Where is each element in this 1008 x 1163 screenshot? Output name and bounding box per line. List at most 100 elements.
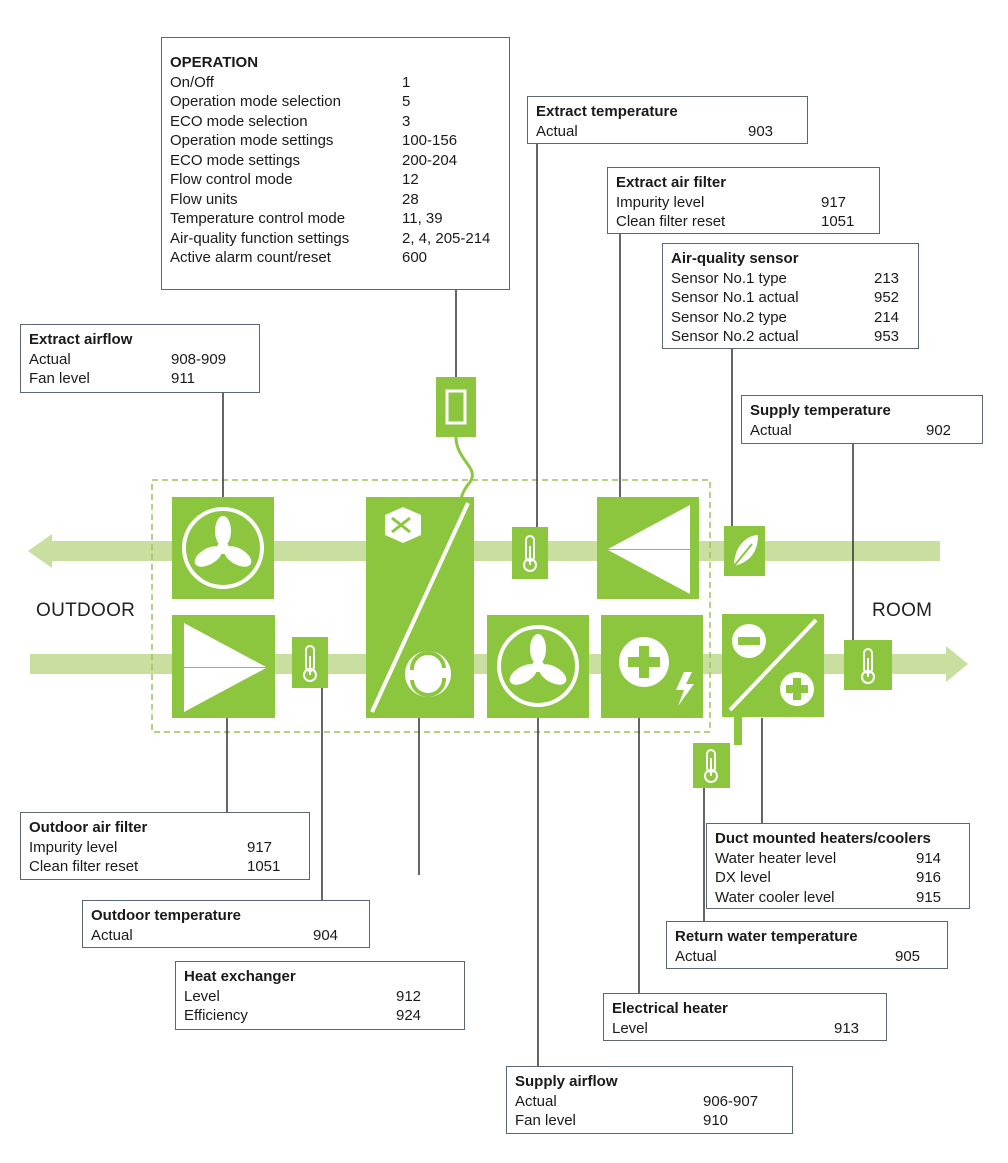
- operation-title: OPERATION: [170, 54, 259, 71]
- extract-air-filter-title: Extract air filter: [616, 174, 727, 191]
- operation-row-label: ECO mode settings: [170, 151, 301, 169]
- heat-exchanger-title: Heat exchanger: [184, 968, 296, 985]
- extract-air-filter-row-label: Clean filter reset: [616, 213, 726, 230]
- air-quality-sensor-box: Air-quality sensor Sensor No.1 type 213 S…: [662, 243, 919, 349]
- duct-heaters-coolers-title: Duct mounted heaters/coolers: [715, 830, 931, 847]
- operation-row-value: 600: [402, 249, 428, 266]
- supply-airflow-row-label: Fan level: [515, 1112, 576, 1129]
- operation-row-label: On/Off: [170, 73, 214, 91]
- outdoor-air-filter-box: Outdoor air filter Impurity level 917 Cle…: [20, 812, 310, 880]
- return-water-temperature-box: Return water temperature Actual 905: [666, 921, 948, 969]
- control-cable: [454, 436, 474, 503]
- extract-airflow-row-label: Actual: [29, 350, 71, 368]
- heat-exchanger-box: Heat exchanger Level 912 Efficiency 924: [175, 961, 465, 1030]
- duct-heaters-coolers-row-label: DX level: [715, 869, 771, 886]
- operation-row-label: Air-quality function settings: [170, 229, 350, 247]
- connector-lines: [222, 124, 854, 1066]
- supply-airflow-title: Supply airflow: [515, 1073, 618, 1090]
- heat-exchanger-row-label: Level: [184, 987, 220, 1005]
- supply-temperature-row-label: Actual: [750, 421, 792, 439]
- supply-airflow-row-value: 910: [703, 1112, 729, 1129]
- fan-icon: [172, 497, 274, 599]
- heat-exchanger-row-value: 924: [396, 1007, 422, 1024]
- outdoor-air-filter-row-label: Clean filter reset: [29, 858, 139, 875]
- operation-row-label: Flow control mode: [170, 171, 293, 188]
- heat-exchanger-icon: [366, 497, 474, 718]
- filter-icon: [597, 497, 699, 599]
- heater-cooler-icon: [722, 614, 824, 745]
- return-water-temperature-row-value: 905: [895, 947, 921, 965]
- air-quality-sensor-row-value: 952: [874, 289, 900, 306]
- outdoor-air-filter-row-value: 1051: [247, 858, 281, 875]
- heat-exchanger-row-value: 912: [396, 987, 422, 1005]
- supply-temperature-row-value: 902: [926, 421, 952, 439]
- air-quality-sensor-row-value: 953: [874, 328, 900, 345]
- operation-row-label: Temperature control mode: [170, 210, 346, 227]
- supply-airflow-box: Supply airflow Actual 906-907 Fan level 91…: [506, 1066, 793, 1134]
- outdoor-label: OUTDOOR: [36, 600, 136, 621]
- outdoor-temperature-title: Outdoor temperature: [91, 907, 242, 924]
- duct-heaters-coolers-box: Duct mounted heaters/coolers Water heate…: [706, 823, 970, 909]
- control-panel-icon: [436, 377, 476, 437]
- extract-airflow-row-value: 908-909: [171, 350, 227, 368]
- supply-airflow-row-value: 906-907: [703, 1092, 759, 1110]
- supply-airflow-row-label: Actual: [515, 1092, 557, 1110]
- electrical-heater-row-label: Level: [612, 1019, 648, 1037]
- air-quality-sensor-row-label: Sensor No.1 actual: [671, 289, 799, 306]
- duct-heaters-coolers-row-label: Water heater level: [715, 849, 837, 867]
- duct-heaters-coolers-row-label: Water cooler level: [715, 888, 835, 906]
- operation-row-label: Operation mode settings: [170, 132, 334, 149]
- supply-temperature-box: Supply temperature Actual 902: [741, 395, 983, 444]
- outdoor-air-filter-title: Outdoor air filter: [29, 819, 148, 836]
- extract-airflow-box: Extract airflow Actual 908-909 Fan level 9…: [20, 324, 260, 393]
- air-quality-sensor-row-label: Sensor No.2 type: [671, 308, 787, 326]
- air-quality-sensor-row-label: Sensor No.1 type: [671, 269, 787, 287]
- duct-heaters-coolers-row-value: 914: [916, 849, 942, 867]
- electric-heater-icon: [601, 615, 703, 718]
- extract-airflow-row-value: 911: [171, 370, 195, 387]
- outdoor-air-filter-row-value: 917: [247, 838, 273, 856]
- duct-heaters-coolers-row-value: 916: [916, 869, 942, 886]
- extract-duct-arrow: [28, 534, 940, 568]
- operation-row-label: Active alarm count/reset: [170, 249, 331, 266]
- extract-temperature-row-label: Actual: [536, 122, 578, 140]
- operation-row-value: 5: [402, 93, 411, 110]
- operation-row-value: 100-156: [402, 132, 458, 149]
- return-water-temperature-row-label: Actual: [675, 947, 717, 965]
- operation-row-value: 2, 4, 205-214: [402, 229, 491, 247]
- extract-airflow-row-label: Fan level: [29, 370, 90, 387]
- extract-air-filter-row-label: Impurity level: [616, 193, 705, 211]
- duct-heaters-coolers-row-value: 915: [916, 888, 942, 906]
- operation-row-value: 3: [402, 112, 411, 130]
- outdoor-temperature-row-label: Actual: [91, 926, 133, 944]
- return-water-temperature-title: Return water temperature: [675, 928, 858, 945]
- extract-air-filter-row-value: 917: [821, 193, 847, 211]
- electrical-heater-box: Electrical heater Level 913: [603, 993, 887, 1041]
- extract-airflow-title: Extract airflow: [29, 331, 133, 348]
- operation-row-value: 1: [402, 73, 411, 91]
- extract-temperature-title: Extract temperature: [536, 103, 678, 120]
- air-quality-sensor-row-value: 213: [874, 269, 900, 287]
- thermometer-icon: [844, 640, 892, 690]
- operation-row-value: 28: [402, 190, 419, 208]
- room-label: ROOM: [872, 600, 933, 621]
- electrical-heater-row-value: 913: [834, 1019, 860, 1037]
- operation-row-value: 12: [402, 171, 419, 188]
- leaf-icon: [724, 526, 765, 576]
- operation-row-label: ECO mode selection: [170, 112, 308, 130]
- supply-temperature-title: Supply temperature: [750, 402, 891, 419]
- electrical-heater-title: Electrical heater: [612, 1000, 728, 1017]
- extract-air-filter-row-value: 1051: [821, 213, 855, 230]
- operation-row-value: 200-204: [402, 151, 458, 169]
- fan-icon: [487, 615, 589, 718]
- air-quality-sensor-row-value: 214: [874, 308, 900, 326]
- air-quality-sensor-title: Air-quality sensor: [671, 250, 799, 267]
- outdoor-air-filter-row-label: Impurity level: [29, 838, 118, 856]
- heat-exchanger-row-label: Efficiency: [184, 1007, 248, 1024]
- operation-row-label: Flow units: [170, 190, 238, 208]
- outdoor-temperature-row-value: 904: [313, 926, 339, 944]
- thermometer-icon: [292, 637, 328, 688]
- extract-air-filter-box: Extract air filter Impurity level 917 Cle…: [607, 167, 880, 234]
